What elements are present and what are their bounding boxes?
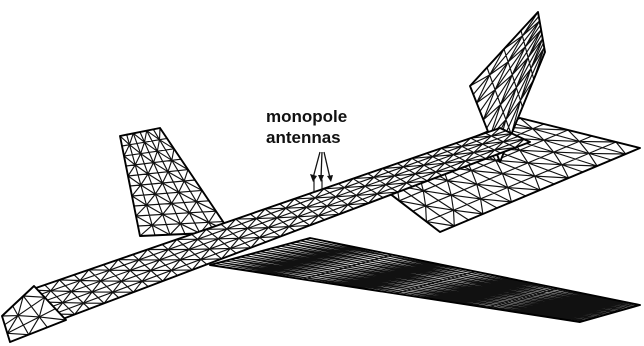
nose-outline xyxy=(1,285,67,343)
antenna-arrowhead-2 xyxy=(318,175,324,182)
nose-mesh xyxy=(1,285,67,343)
left-wing-outline xyxy=(209,237,641,323)
label-line-1: monopole xyxy=(266,107,347,126)
label-line-2: antennas xyxy=(266,128,341,147)
antenna-arrow-1 xyxy=(312,151,321,179)
right-wing-mesh xyxy=(119,127,231,237)
antenna-arrowhead-3 xyxy=(327,175,333,182)
antenna-callout: monopole antennas xyxy=(266,107,347,193)
fuselage-surface xyxy=(30,128,530,320)
antenna-arrow-2 xyxy=(320,151,323,179)
antenna-arrowhead-1 xyxy=(310,174,317,182)
left-wing-mesh xyxy=(209,237,641,323)
aircraft-wireframe xyxy=(1,11,641,343)
antenna-arrow-3 xyxy=(323,151,331,179)
